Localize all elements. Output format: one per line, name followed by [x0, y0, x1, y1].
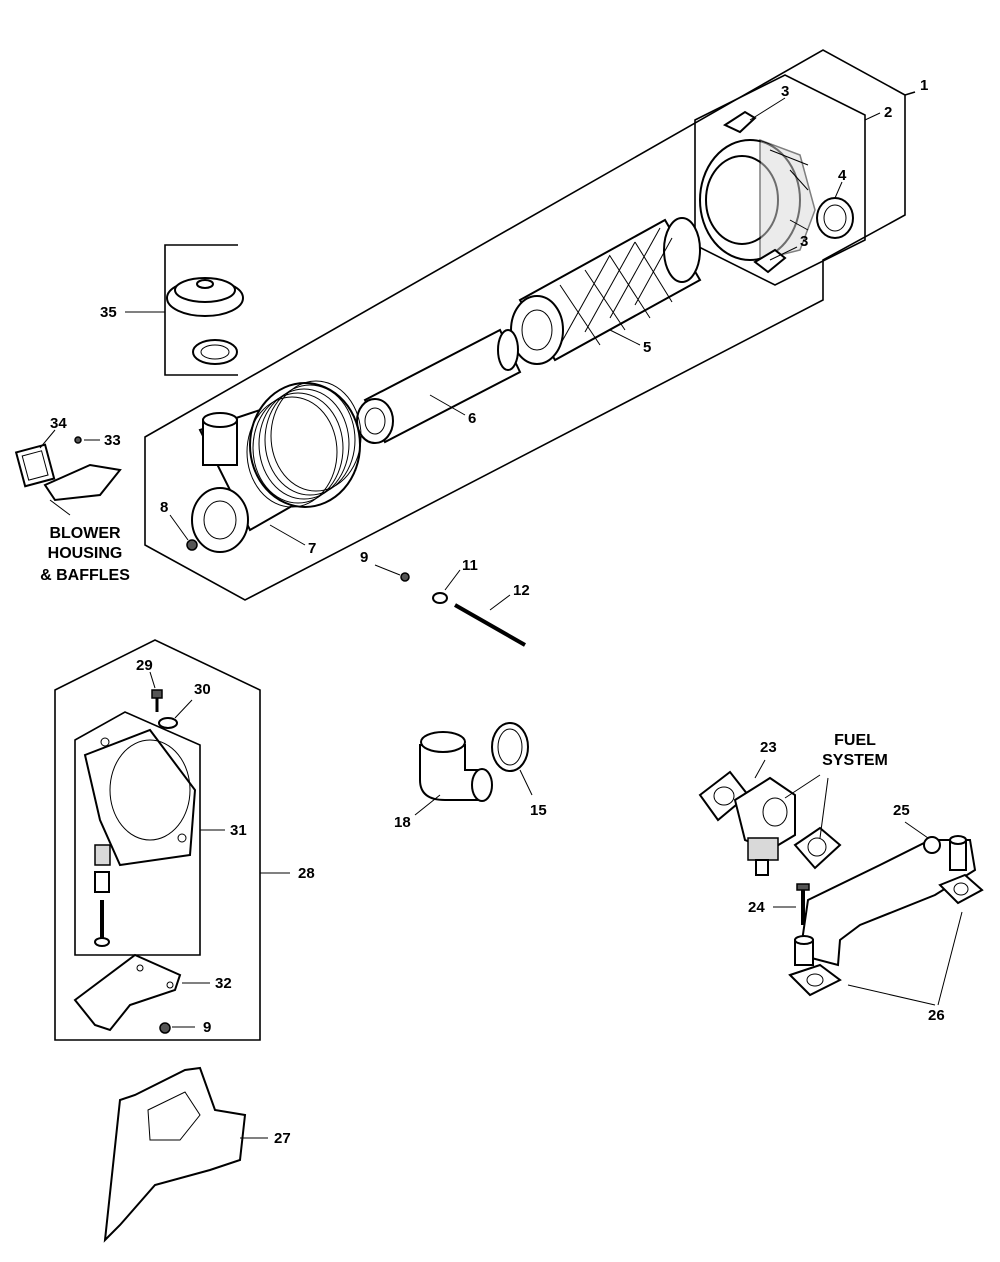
bolt-29: [151, 689, 163, 712]
svg-text:BLOWER: BLOWER: [49, 525, 121, 542]
fuel-system-note: FUEL SYSTEM: [822, 732, 888, 769]
carburetor-23: [733, 776, 796, 876]
callout-6: 6: [468, 410, 476, 427]
baffle-27: [103, 1066, 247, 1243]
callout-9-top: 9: [360, 549, 368, 566]
blower-housing-parts: [14, 436, 122, 502]
callout-7: 7: [308, 540, 316, 557]
air-cleaner-housing: [191, 380, 362, 553]
nut-9: [400, 572, 410, 582]
callout-32: 32: [215, 975, 232, 992]
manifold-gasket-left: [788, 963, 842, 997]
callout-25: 25: [893, 802, 910, 819]
washer-30: [158, 717, 178, 729]
callout-23: 23: [760, 739, 777, 756]
clip-bottom: [753, 248, 787, 274]
stud-12: [454, 603, 526, 647]
elbow-hose-18: [419, 731, 493, 802]
callout-35: 35: [100, 304, 117, 321]
callout-4: 4: [838, 167, 847, 184]
bracket-32: [73, 953, 182, 1032]
callout-3-bottom: 3: [800, 233, 808, 250]
svg-text:SYSTEM: SYSTEM: [822, 752, 888, 769]
callout-30: 30: [194, 681, 211, 698]
clip-top: [722, 110, 757, 134]
callout-12: 12: [513, 582, 530, 599]
air-cleaner-assembly-frame: [144, 49, 906, 601]
spring-spacer-bolt: [94, 844, 111, 947]
blower-housing-note: BLOWER HOUSING & BAFFLES: [40, 525, 130, 584]
precleaner-clamp: [192, 339, 238, 365]
callout-28: 28: [298, 865, 315, 882]
air-filter-element: [510, 217, 702, 365]
callout-3-top: 3: [781, 83, 789, 100]
callout-24: 24: [748, 899, 765, 916]
inner-filter-element: [356, 328, 522, 444]
callout-11: 11: [462, 557, 478, 574]
callout-5: 5: [643, 339, 651, 356]
callout-27: 27: [274, 1130, 291, 1147]
base-assembly-frame: [54, 639, 261, 1041]
callout-31: 31: [230, 822, 247, 839]
svg-text:& BAFFLES: & BAFFLES: [40, 567, 130, 584]
washer-11: [432, 592, 448, 604]
callout-8: 8: [160, 499, 168, 516]
callout-34: 34: [50, 415, 67, 432]
nut-9b: [159, 1022, 171, 1034]
vacuator-valve: [816, 197, 854, 239]
callout-9-bottom: 9: [203, 1019, 211, 1036]
fuel-gasket: [793, 826, 842, 870]
callout-18: 18: [394, 814, 411, 831]
callout-15: 15: [530, 802, 547, 819]
callout-29: 29: [136, 657, 153, 674]
manifold-gasket-right: [938, 873, 984, 905]
callout-1: 1: [920, 77, 928, 94]
nut-8: [186, 539, 198, 551]
callout-26: 26: [928, 1007, 945, 1024]
intake-manifold-25: [794, 835, 977, 967]
svg-text:FUEL: FUEL: [834, 732, 876, 749]
precleaner-cap: [166, 277, 244, 317]
precleaner-frame: [164, 244, 238, 376]
callout-33: 33: [104, 432, 121, 449]
mounting-bracket-31: [83, 728, 197, 867]
svg-text:HOUSING: HOUSING: [48, 545, 123, 562]
end-cap: [699, 138, 816, 261]
hose-clamp-15: [491, 722, 529, 772]
callout-2: 2: [884, 104, 892, 121]
